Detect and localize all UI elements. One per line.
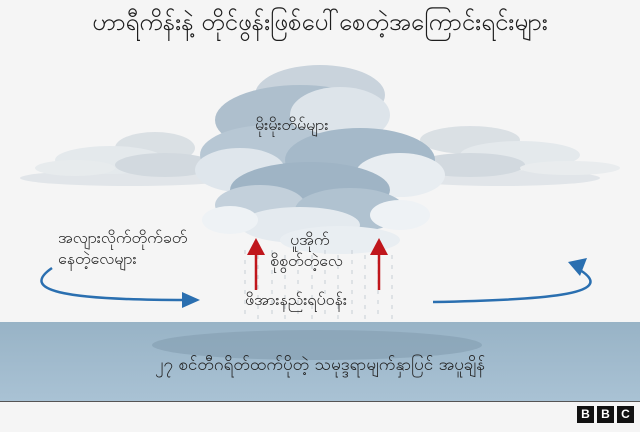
low-pressure-label: ဖိအားနည်းရပ်ဝန်း	[245, 290, 347, 309]
storm-clouds-label: မိုးမိုးတိမ်များ	[255, 115, 329, 134]
trade-winds-label-line2: နေတဲ့လေများ	[58, 249, 137, 268]
bbc-logo: B B C	[577, 406, 634, 423]
trade-wind-arrow-right-icon	[432, 258, 592, 304]
diagram-title: ဟာရီကိန်းနဲ့ တိုင်ဖွန်းဖြစ်ပေါ်စေတဲ့အကြေ…	[92, 8, 548, 36]
bbc-logo-letter: B	[597, 406, 614, 423]
bbc-logo-letter: C	[617, 406, 634, 423]
footer	[0, 402, 640, 432]
trade-winds-label-line1: အလျားလိုက်တိုက်ခတ်	[58, 228, 188, 247]
rising-air-arrow-left-icon	[247, 238, 265, 290]
sea-temperature-label: ၂၇ စင်တီဂရိတ်ထက်ပိုတဲ့ သမုဒ္ဒရာမျက်နှာပြ…	[155, 355, 485, 375]
sea-shadow	[152, 330, 482, 360]
left-side-cloud	[20, 132, 240, 186]
storm-cloud	[195, 65, 445, 254]
trade-wind-arrow-left-icon	[40, 266, 200, 308]
sea-surface: ၂၇ စင်တီဂရိတ်ထက်ပိုတဲ့ သမုဒ္ဒရာမျက်နှာပြ…	[0, 322, 640, 402]
bbc-logo-letter: B	[577, 406, 594, 423]
rising-air-arrow-right-icon	[370, 238, 388, 290]
rising-air-label-line1: ပူအိုက်	[290, 230, 330, 249]
rising-air-label-line2: စိုစွတ်တဲ့လေ	[270, 251, 343, 270]
